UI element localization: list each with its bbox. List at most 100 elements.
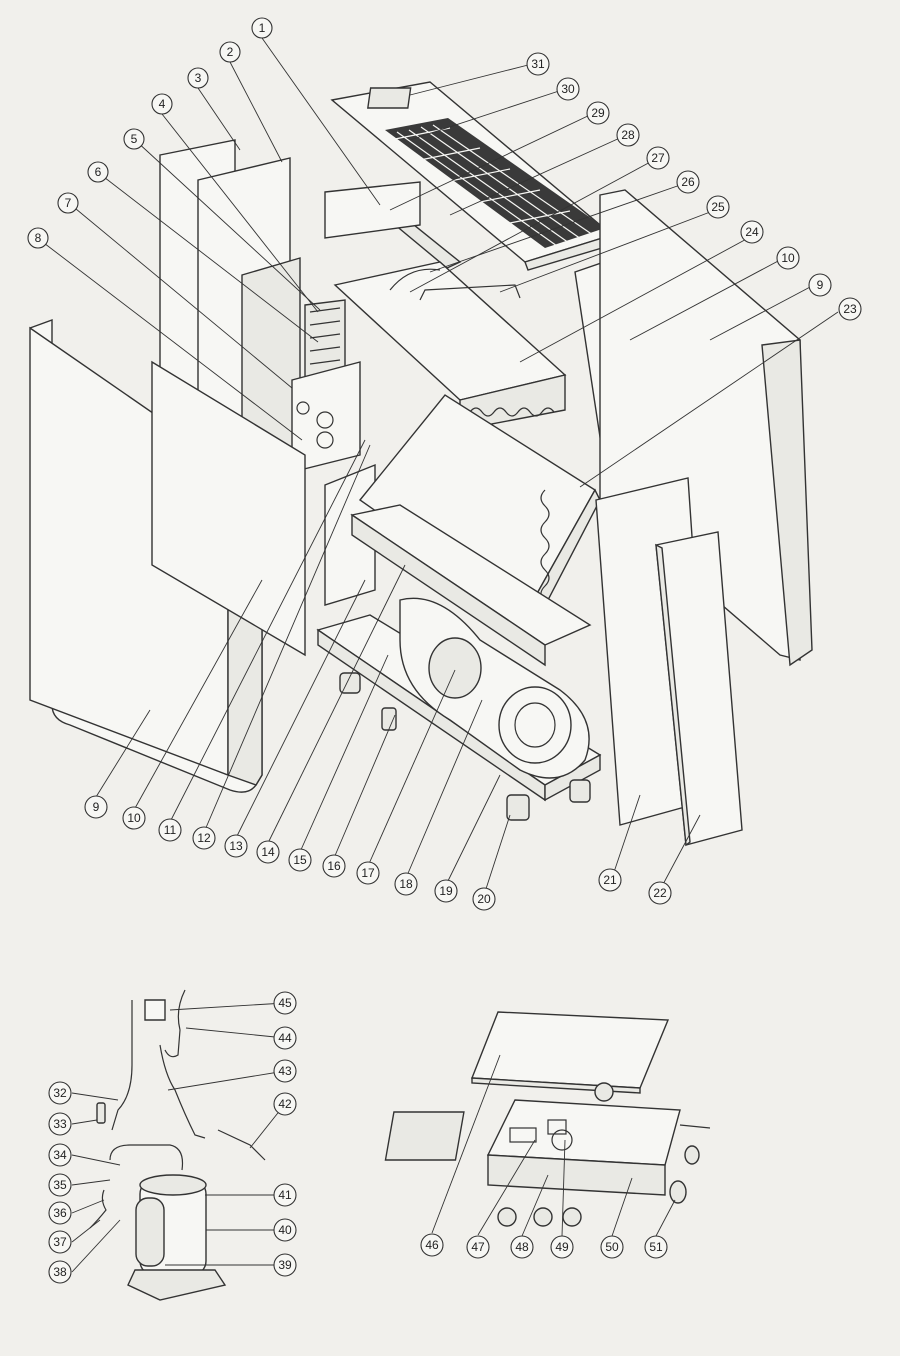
relay-1 (547, 1119, 567, 1135)
callout-8: 8 (27, 227, 49, 249)
callout-16: 16 (322, 854, 346, 878)
callout-38: 38 (48, 1260, 72, 1284)
terminal-block (509, 1127, 537, 1143)
callout-15: 15 (288, 848, 312, 872)
svg-text:13: 13 (229, 839, 243, 853)
blower-inlet-18 (514, 702, 556, 748)
control-box-assembly (384, 1011, 711, 1227)
svg-text:15: 15 (293, 853, 307, 867)
control-leaders (431, 1054, 676, 1237)
callout-33: 33 (48, 1112, 72, 1136)
svg-text:39: 39 (278, 1258, 292, 1272)
svg-text:51: 51 (649, 1240, 663, 1254)
callout-18: 18 (394, 872, 418, 896)
svg-text:27: 27 (651, 151, 665, 165)
svg-text:37: 37 (53, 1235, 67, 1249)
base-19-side (544, 753, 601, 802)
evaporator-24 (333, 261, 567, 401)
callout-51: 51 (644, 1235, 668, 1259)
foot-20a (339, 672, 361, 694)
svg-text:12: 12 (197, 831, 211, 845)
callout-50: 50 (600, 1235, 624, 1259)
control-box-50 (486, 1099, 681, 1166)
pipe-44 (164, 989, 186, 1058)
hole-2 (316, 411, 334, 429)
grommet-top (594, 1082, 614, 1102)
panel-10-left (151, 360, 306, 657)
pipe-32 (111, 1000, 133, 1131)
svg-text:28: 28 (621, 128, 635, 142)
callout-20: 20 (472, 887, 496, 911)
callout-26: 26 (676, 170, 700, 194)
svg-text:6: 6 (95, 165, 102, 179)
filter-33 (96, 1102, 106, 1124)
callout-30: 30 (556, 77, 580, 101)
svg-text:9: 9 (817, 278, 824, 292)
compressor-base (127, 1269, 227, 1301)
callout-41: 41 (273, 1183, 297, 1207)
svg-text:29: 29 (591, 106, 605, 120)
svg-text:14: 14 (261, 845, 275, 859)
capillary-37 (89, 1189, 107, 1229)
callout-45: 45 (273, 991, 297, 1015)
callout-13: 13 (224, 834, 248, 858)
callout-4: 4 (151, 93, 173, 115)
compressor-top-40 (139, 1174, 207, 1196)
grommet-51b (684, 1145, 700, 1165)
callout-22: 22 (648, 881, 672, 905)
callout-5: 5 (123, 128, 145, 150)
callout-49: 49 (550, 1235, 574, 1259)
svg-text:47: 47 (471, 1240, 485, 1254)
svg-text:1: 1 (259, 21, 266, 35)
callout-31: 31 (526, 52, 550, 76)
callout-48: 48 (510, 1235, 534, 1259)
svg-text:40: 40 (278, 1223, 292, 1237)
evaporator-23-tubes (540, 489, 550, 601)
svg-text:46: 46 (425, 1238, 439, 1252)
svg-text:10: 10 (781, 251, 795, 265)
svg-text:23: 23 (843, 302, 857, 316)
svg-text:42: 42 (278, 1097, 292, 1111)
callout-2: 2 (219, 41, 241, 63)
svg-text:2: 2 (227, 45, 234, 59)
svg-text:10: 10 (127, 811, 141, 825)
svg-text:44: 44 (278, 1031, 292, 1045)
callout-19: 19 (434, 879, 458, 903)
main-leader-lines (39, 37, 839, 896)
svg-text:5: 5 (131, 132, 138, 146)
panel-9-right-edge (761, 339, 813, 667)
valve-14 (381, 707, 397, 731)
svg-text:11: 11 (164, 823, 177, 837)
svg-text:43: 43 (278, 1064, 292, 1078)
callout-32: 32 (48, 1081, 72, 1105)
panel-22-edge (655, 543, 691, 847)
refrigerant-leaders (71, 1002, 286, 1273)
callout-27: 27 (646, 146, 670, 170)
bracket-25 (419, 284, 521, 301)
grommet-51a (669, 1180, 687, 1204)
fan-motor-18 (428, 637, 482, 699)
callout-17: 17 (356, 861, 380, 885)
callout-43: 43 (273, 1059, 297, 1083)
callout-25: 25 (706, 195, 730, 219)
refrigerant-callouts: 32 33 34 35 36 37 38 39 40 41 42 43 44 4… (48, 991, 297, 1284)
svg-text:50: 50 (605, 1240, 619, 1254)
mounting-plate-8 (291, 361, 361, 473)
accumulator-39 (135, 1197, 165, 1267)
svg-text:48: 48 (515, 1240, 529, 1254)
plate-29 (324, 181, 421, 239)
callout-3: 3 (187, 67, 209, 89)
svg-text:25: 25 (711, 200, 725, 214)
callout-46: 46 (420, 1233, 444, 1257)
callout-12: 12 (192, 826, 216, 850)
main-callouts: 1 2 3 4 5 6 7 8 9 10 11 12 13 14 15 16 1… (27, 17, 862, 911)
foot-20b (506, 794, 530, 821)
pcb-board (384, 1111, 465, 1161)
callout-14: 14 (256, 840, 280, 864)
callout-21: 21 (598, 868, 622, 892)
svg-text:35: 35 (53, 1178, 67, 1192)
callout-42: 42 (273, 1092, 297, 1116)
svg-text:49: 49 (555, 1240, 569, 1254)
grommet-48 (533, 1207, 553, 1227)
refrigerant-assembly (89, 989, 266, 1301)
